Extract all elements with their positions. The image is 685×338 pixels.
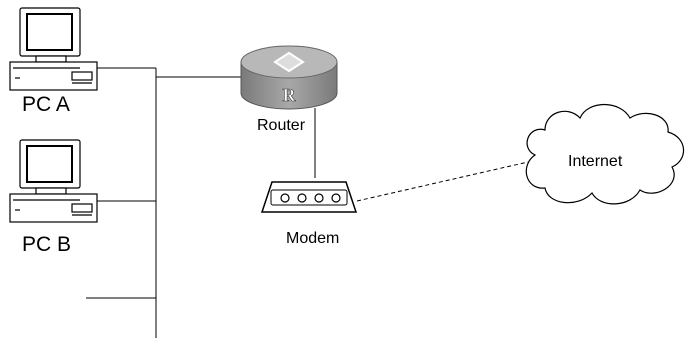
modem-icon — [260, 181, 358, 213]
modem-label: Modem — [286, 230, 340, 247]
internet-cloud-icon — [525, 104, 685, 205]
internet-label: Internet — [568, 153, 623, 170]
pc-a-icon — [9, 7, 98, 91]
link-modem-internet — [356, 161, 529, 202]
pc-b-label: PC B — [22, 233, 72, 256]
router-badge: R — [283, 85, 297, 105]
lan-bus — [86, 67, 316, 338]
router-label: Router — [257, 117, 306, 134]
router-icon: R — [240, 45, 338, 110]
pc-b-icon — [9, 139, 98, 223]
pc-a-label: PC A — [22, 93, 70, 116]
